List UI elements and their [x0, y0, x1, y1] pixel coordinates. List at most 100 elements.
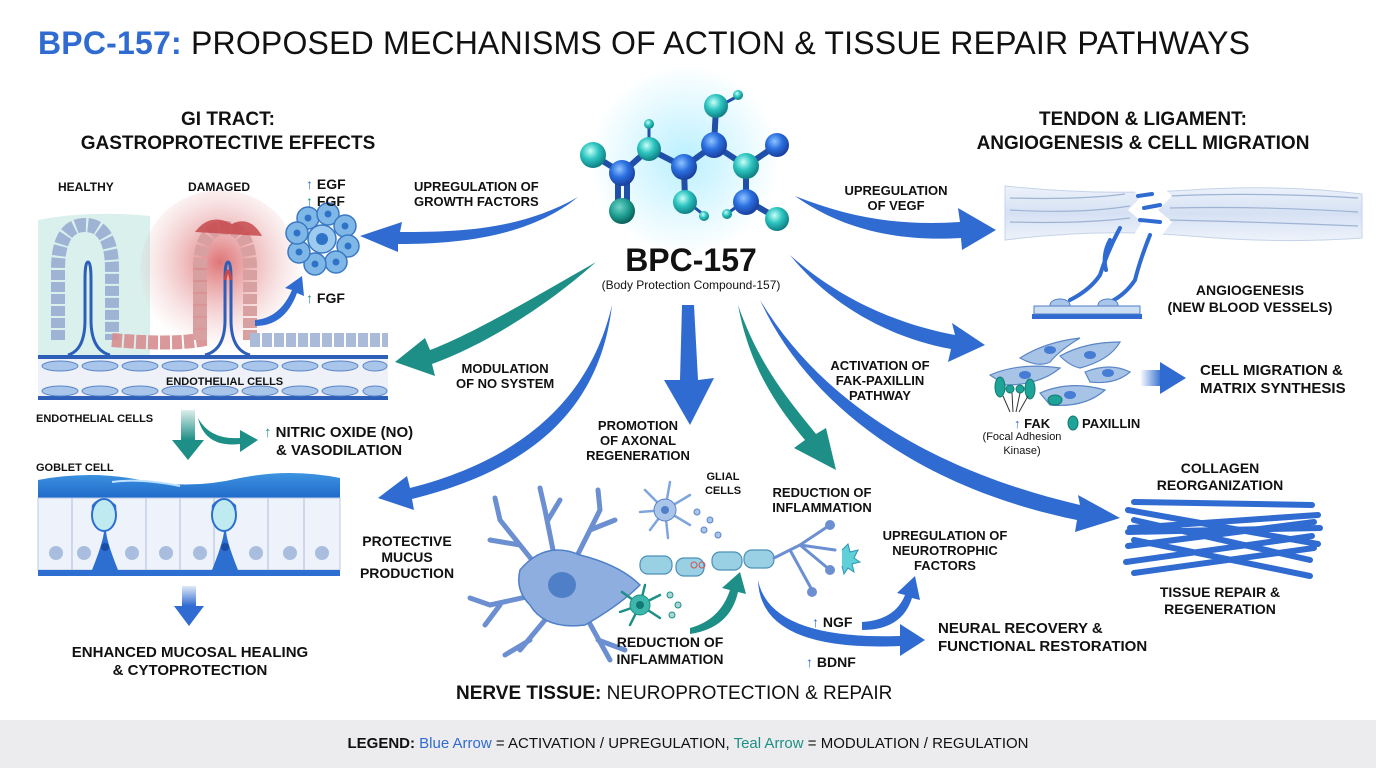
arrow-reduce-inflammation [738, 305, 836, 470]
tendon-header-line1: TENDON & LIGAMENT: [1039, 109, 1247, 130]
nerve-section-title: NERVE TISSUE: NEUROPROTECTION & REPAIR [456, 682, 892, 706]
legend-key: LEGEND: [347, 735, 416, 752]
fak-paxillin-cells-illustration [988, 337, 1132, 431]
mucus-line2: MUCUS [381, 549, 433, 565]
collagen-line1: COLLAGEN [1180, 460, 1260, 476]
fak-label: ↑ FAK [1014, 415, 1050, 432]
axonal-line2: OF AXONAL [599, 433, 677, 448]
neurotrophic-label: UPREGULATION OF NEUROTROPHIC FACTORS [870, 528, 1020, 573]
migration-line1: CELL MIGRATION & [1200, 362, 1343, 379]
bpc157-molecule-icon [580, 65, 789, 255]
modulation-no-line2: OF NO SYSTEM [456, 376, 555, 391]
collagen-fibers-illustration [1123, 499, 1323, 579]
neurotrophic-line1: UPREGULATION OF [882, 528, 1008, 543]
egf-text: EGF [316, 176, 346, 192]
arrow-neurotrophic [862, 576, 920, 630]
legend-blue-meaning: = ACTIVATION / UPREGULATION, [491, 735, 734, 752]
gi-villi-illustration [38, 190, 388, 400]
arrow-fak-paxillin [790, 255, 985, 362]
mucus-line3: PRODUCTION [359, 565, 455, 581]
ngf-text: NGF [822, 614, 853, 630]
arrow-endothelial-down [172, 410, 204, 460]
vegf-line1: UPREGULATION [844, 183, 948, 198]
nerve-title-bold: NERVE TISSUE: [456, 683, 602, 704]
goblet-cell-label: GOBLET CELL [36, 462, 114, 474]
paxillin-icon [1067, 415, 1079, 431]
goblet-cell-epithelium-illustration [37, 473, 341, 576]
growth-factors-line1: UPREGULATION OF [414, 179, 539, 194]
title-accent: BPC-157: [38, 25, 182, 61]
axonal-line1: PROMOTION [597, 418, 679, 433]
neural-recovery-label: NEURAL RECOVERY & FUNCTIONAL RESTORATION [938, 620, 1147, 656]
fak-full-line1: (Focal Adhesion [982, 431, 1062, 443]
migration-line2: MATRIX SYNTHESIS [1200, 380, 1346, 397]
angiogenesis-label: ANGIOGENESIS (NEW BLOOD VESSELS) [1150, 282, 1350, 316]
ngf-label: ↑ NGF [812, 614, 852, 631]
fak-pathway-line2: FAK-PAXILLIN [835, 373, 925, 388]
nitric-oxide-line1: NITRIC OXIDE (NO) [275, 424, 414, 441]
tendon-header-line2: ANGIOGENESIS & CELL MIGRATION [976, 133, 1310, 154]
inflammation-top-line1: REDUCTION OF [772, 485, 872, 500]
mucosal-healing-label: ENHANCED MUCOSAL HEALING & CYTOPROTECTIO… [40, 644, 340, 680]
healing-line2: & CYTOPROTECTION [112, 662, 268, 679]
recovery-line2: FUNCTIONAL RESTORATION [938, 638, 1148, 655]
up-arrow-icon: ↑ [812, 614, 819, 630]
neuron-illustration [467, 485, 862, 663]
arrow-modulation-no [395, 262, 596, 376]
fak-pathway-line3: PATHWAY [849, 388, 911, 403]
axonal-regeneration-label: PROMOTION OF AXONAL REGENERATION [568, 418, 708, 463]
endothelial-inner-label: ENDOTHELIAL CELLS [166, 376, 284, 388]
healthy-label: HEALTHY [58, 180, 114, 194]
legend-blue-arrow: Blue Arrow [419, 735, 492, 752]
drug-full-name: (Body Protection Compound-157) [601, 278, 781, 292]
fgf-top-text: FGF [316, 193, 345, 209]
damaged-label: DAMAGED [188, 180, 250, 194]
legend-teal-arrow: Teal Arrow [733, 735, 804, 752]
glial-line2: CELLS [704, 485, 742, 497]
egf-label: ↑ EGF [306, 176, 346, 193]
angiogenesis-line2: (NEW BLOOD VESSELS) [1167, 299, 1333, 315]
fgf-bottom-label: ↑ FGF [306, 290, 345, 307]
gi-section-header: GI TRACT: GASTROPROTECTIVE EFFECTS [48, 108, 408, 156]
nerve-title-rest: NEUROPROTECTION & REPAIR [601, 683, 893, 704]
arrow-glial-reduction [690, 572, 746, 634]
fak-text: FAK [1024, 416, 1051, 431]
fgf-top-label: ↑ FGF [306, 193, 345, 210]
tendon-tear-illustration [1004, 185, 1363, 319]
mucus-production-label: PROTECTIVE MUCUS PRODUCTION [352, 533, 462, 581]
glial-cells-label: GLIAL CELLS [700, 470, 746, 498]
tendon-section-header: TENDON & LIGAMENT: ANGIOGENESIS & CELL M… [940, 108, 1346, 156]
modulation-no-label: MODULATION OF NO SYSTEM [456, 361, 554, 391]
arrow-axonal-regeneration [664, 305, 714, 425]
collagen-line2: REORGANIZATION [1156, 477, 1284, 493]
arrow-to-nitric-oxide [198, 418, 258, 452]
inflammation-top-label: REDUCTION OF INFLAMMATION [762, 485, 882, 515]
growth-factors-label: UPREGULATION OF GROWTH FACTORS [414, 179, 539, 209]
inflammation-bottom-label: REDUCTION OF INFLAMMATION [605, 634, 735, 668]
fak-full-name: (Focal Adhesion Kinase) [972, 430, 1072, 458]
drug-name: BPC-157 [625, 242, 757, 278]
glial-cell-top-icon [638, 480, 722, 540]
glial-cell-bottom-icon [618, 583, 682, 627]
inflammation-bottom-line1: REDUCTION OF [616, 634, 724, 650]
growth-factors-line2: GROWTH FACTORS [414, 194, 539, 209]
glial-line1: GLIAL [706, 471, 740, 483]
arrow-mucus-production [378, 305, 612, 510]
arrow-to-cell-migration [1140, 362, 1186, 394]
arrow-tissue-repair [760, 300, 1120, 532]
arrow-neural-recovery [758, 580, 925, 656]
up-arrow-icon: ↑ [264, 424, 272, 441]
mucus-line1: PROTECTIVE [362, 533, 452, 549]
vegf-label: UPREGULATION OF VEGF [836, 183, 956, 213]
angiogenesis-line1: ANGIOGENESIS [1195, 282, 1305, 298]
fak-pathway-line1: ACTIVATION OF [830, 358, 930, 373]
up-arrow-icon: ↑ [1014, 416, 1021, 431]
nitric-oxide-line2: & VASODILATION [276, 442, 403, 459]
arrow-to-cluster [255, 276, 304, 326]
repair-line2: REGENERATION [1164, 601, 1276, 617]
cell-migration-label: CELL MIGRATION & MATRIX SYNTHESIS [1200, 362, 1346, 398]
growth-factor-cell-cluster-icon [285, 202, 360, 276]
endothelial-outer-label: ENDOTHELIAL CELLS [36, 413, 154, 425]
up-arrow-icon: ↑ [306, 290, 313, 306]
